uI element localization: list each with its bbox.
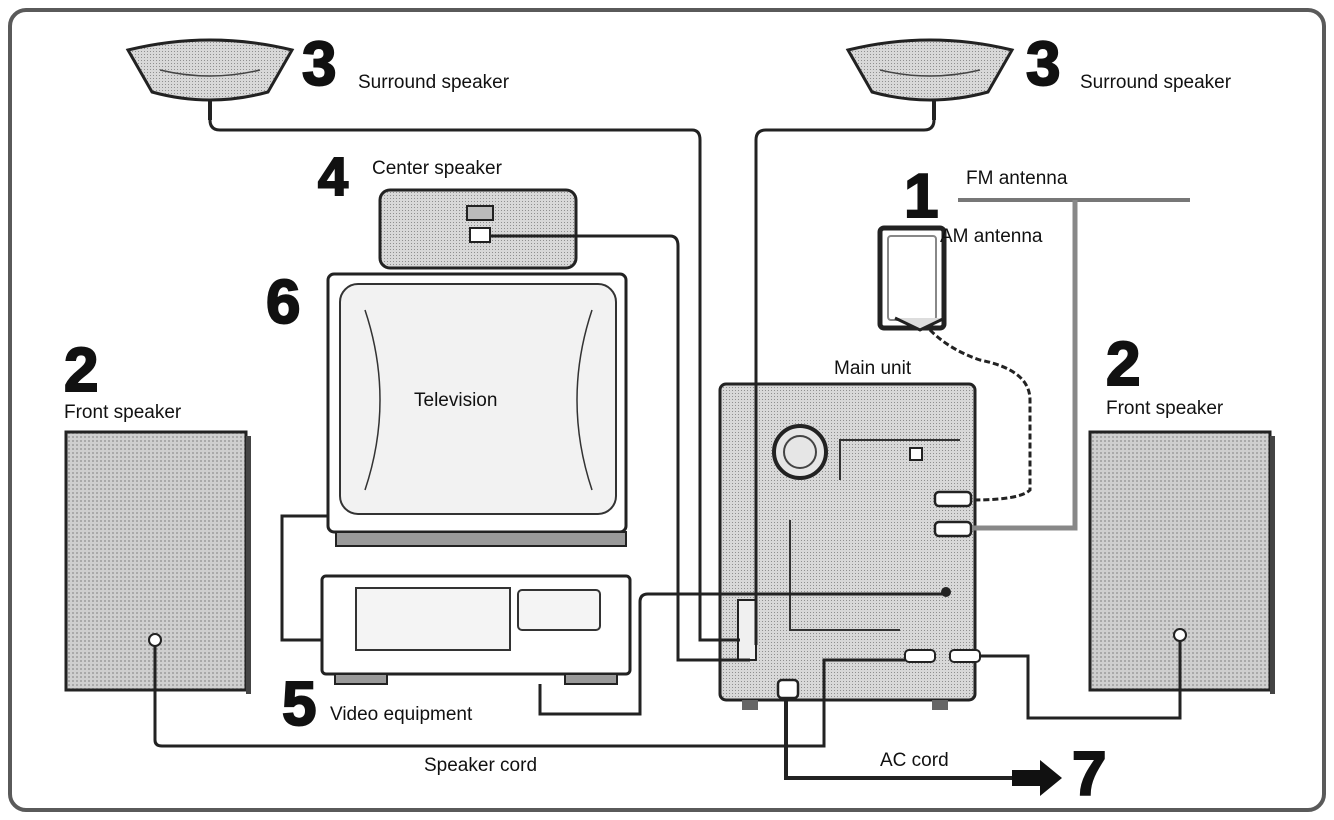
television-set — [326, 272, 628, 547]
surround-speaker-left — [125, 38, 295, 120]
label-television: Television — [414, 390, 498, 411]
cables — [153, 119, 1182, 780]
video-equipment-unit — [320, 574, 632, 685]
am-antenna-loop — [877, 225, 947, 332]
label-ac-cord: AC cord — [880, 750, 949, 771]
number-surround-left: 3 — [301, 30, 338, 99]
number-front-right: 2 — [1105, 330, 1142, 399]
front-speaker-right — [1088, 430, 1275, 694]
label-speaker-cord: Speaker cord — [424, 755, 538, 776]
label-am-antenna: AM antenna — [940, 226, 1043, 247]
number-front-left: 2 — [63, 336, 100, 405]
label-fm-antenna: FM antenna — [966, 168, 1068, 189]
ac-cord-arrow — [1012, 760, 1062, 796]
label-center-speaker: Center speaker — [372, 158, 502, 179]
label-main-unit: Main unit — [834, 358, 912, 379]
surround-speaker-right — [845, 38, 1015, 120]
label-video-equipment: Video equipment — [330, 704, 473, 725]
number-antenna: 1 — [903, 162, 940, 231]
main-unit-box — [718, 382, 981, 710]
label-surround-left: Surround speaker — [358, 72, 510, 93]
label-front-left: Front speaker — [64, 402, 182, 423]
center-speaker — [378, 188, 578, 270]
label-front-right: Front speaker — [1106, 398, 1224, 419]
number-surround-right: 3 — [1025, 30, 1062, 99]
fm-antenna-wire — [958, 198, 1190, 531]
number-ac-cord: 7 — [1071, 740, 1108, 809]
label-surround-right: Surround speaker — [1080, 72, 1232, 93]
number-video-equipment: 5 — [281, 670, 318, 739]
number-television: 6 — [265, 268, 302, 337]
number-center: 4 — [317, 147, 349, 207]
front-speaker-left — [64, 430, 251, 694]
